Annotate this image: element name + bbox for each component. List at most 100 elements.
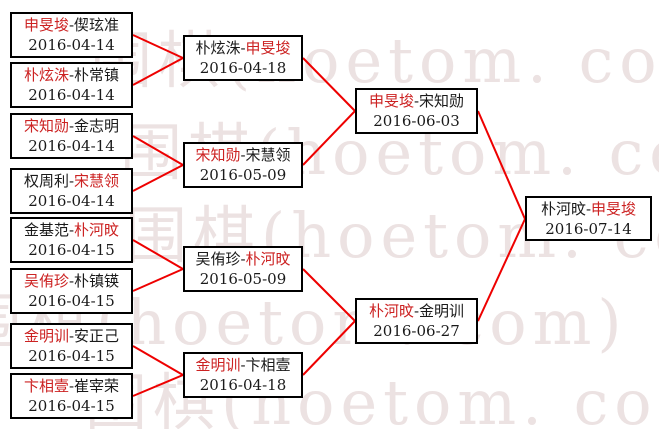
player-name: 卞相壹 [23,377,69,395]
match-date: 2016-06-03 [373,112,460,130]
match-players: 金明训-卞相壹 [195,355,290,375]
player-name: 偰玹准 [74,16,120,34]
match-qf-1: 朴炫洙-申旻埈 2016-04-18 [183,35,303,81]
player-name: 吴侑珍 [23,272,69,290]
connector-line [302,57,356,112]
player-name: 申旻埈 [23,16,69,34]
match-players: 朴炫洙-朴常镇 [24,65,119,85]
player-name: 崔宰荣 [74,377,120,395]
dash: - [68,172,75,190]
match-r16-4: 权周利-宋慧领 2016-04-14 [10,168,133,214]
watermark-text: 围棋(hoetom. com) [90,24,659,97]
player-name: 朴河旼 [368,302,414,320]
player-name: 金基范 [23,221,69,239]
dash: - [68,16,75,34]
match-players: 金基范-朴河旼 [24,220,119,240]
player-name: 金明训 [23,327,69,345]
dash: - [413,302,420,320]
player-name: 朴炫洙 [195,39,241,57]
match-r16-8: 卞相壹-崔宰荣 2016-04-15 [10,373,133,419]
match-date: 2016-04-18 [199,376,287,394]
connector-line [132,268,184,292]
match-date: 2016-04-15 [28,347,115,365]
dash: - [68,66,75,84]
player-name: 宋知勋 [195,146,241,164]
connector-line [302,320,356,376]
match-players: 金明训-安正己 [24,326,119,346]
dash: - [240,39,246,57]
match-qf-4: 金明训-卞相壹 2016-04-18 [183,352,303,398]
connector-line [302,110,356,166]
match-r16-5: 金基范-朴河旼 2016-04-15 [10,217,133,263]
match-date: 2016-04-15 [28,397,115,415]
match-r16-3: 宋知勋-金志明 2016-04-14 [10,113,133,159]
match-sf-1: 申旻埈-宋知勋 2016-06-03 [355,88,478,134]
player-name: 权周利 [23,172,69,190]
match-date: 2016-04-14 [28,36,115,54]
player-name: 宋慧领 [74,172,120,190]
connector-line [132,135,184,166]
player-name: 朴炫洙 [23,66,69,84]
player-name: 安正己 [74,327,120,345]
player-name: 朴常镇 [74,66,120,84]
connector-line [302,268,356,322]
dash: - [68,117,75,135]
connector-line [477,110,526,220]
player-name: 朴河旼 [74,221,120,239]
player-name: 申旻埈 [245,39,291,57]
match-date: 2016-04-14 [28,192,115,210]
dash: - [68,327,75,345]
connector-line [132,57,184,86]
match-date: 2016-04-15 [28,241,115,259]
match-date: 2016-04-14 [28,86,115,104]
match-r16-6: 吴侑珍-朴镇锳 2016-04-15 [10,268,133,314]
connector-line [132,345,184,376]
dash: - [240,356,246,374]
match-date: 2016-05-09 [199,270,287,288]
connector-line [477,218,526,322]
dash: - [68,272,75,290]
match-players: 宋知勋-金志明 [24,116,119,136]
dash: - [585,199,592,218]
player-name: 宋慧领 [245,146,291,164]
match-players: 吴侑珍-朴镇锳 [24,271,119,291]
player-name: 申旻埈 [368,92,414,110]
dash: - [68,221,75,239]
match-players: 朴炫洙-申旻埈 [195,38,290,58]
match-players: 权周利-宋慧领 [24,171,119,191]
connector-line [132,164,184,192]
match-r16-2: 朴炫洙-朴常镇 2016-04-14 [10,62,133,108]
dash: - [240,146,246,164]
watermark-text: 围棋(hoetom. com) [85,366,659,429]
match-players: 卞相壹-崔宰荣 [24,376,119,396]
connector-line [132,34,184,59]
player-name: 金明训 [419,302,465,320]
player-name: 金明训 [195,356,241,374]
match-players: 朴河旼-金明训 [369,301,464,321]
player-name: 朴河旼 [245,250,291,268]
player-name: 卞相壹 [245,356,291,374]
match-r16-1: 申旻埈-偰玹准 2016-04-14 [10,12,133,58]
match-date: 2016-05-09 [199,166,287,184]
dash: - [240,250,246,268]
match-date: 2016-04-15 [28,292,115,310]
dash: - [413,92,420,110]
player-name: 申旻埈 [591,199,637,218]
player-name: 朴河旼 [540,199,586,218]
match-players: 申旻埈-偰玹准 [24,15,119,35]
match-date: 2016-04-18 [199,59,287,77]
player-name: 金志明 [74,117,120,135]
match-sf-2: 朴河旼-金明训 2016-06-27 [355,298,478,344]
match-players: 朴河旼-申旻埈 [541,199,636,219]
match-qf-3: 吴侑珍-朴河旼 2016-05-09 [183,246,303,292]
match-date: 2016-06-27 [373,322,460,340]
player-name: 朴镇锳 [74,272,120,290]
match-qf-2: 宋知勋-宋慧领 2016-05-09 [183,142,303,188]
match-date: 2016-07-14 [545,219,632,238]
player-name: 宋知勋 [23,117,69,135]
match-date: 2016-04-14 [28,137,115,155]
match-r16-7: 金明训-安正己 2016-04-15 [10,323,133,369]
connector-line [132,239,184,270]
connector-line [132,374,184,397]
